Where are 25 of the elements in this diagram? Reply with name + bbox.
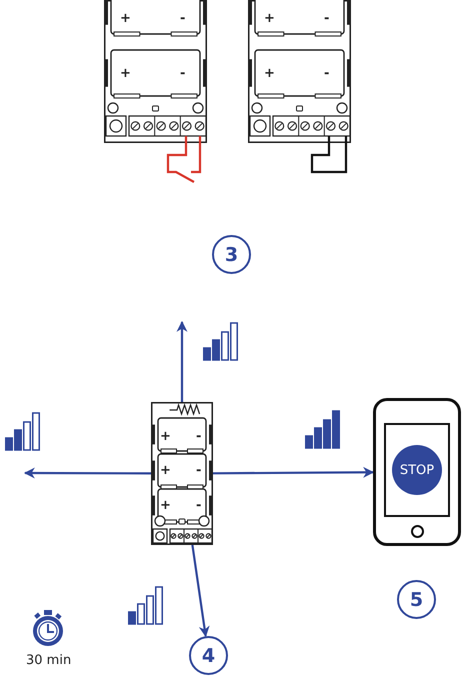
polarity-sign: + <box>264 67 275 80</box>
polarity-sign: + <box>160 464 171 477</box>
polarity-sign: + <box>120 67 131 80</box>
arrow <box>191 544 210 638</box>
arrow <box>213 466 374 478</box>
arrow <box>24 468 151 479</box>
polarity-sign: - <box>180 12 186 25</box>
polarity-sign: + <box>160 499 171 512</box>
arrow <box>176 320 188 402</box>
polarity-sign: + <box>160 430 171 443</box>
polarity-sign: - <box>196 464 202 477</box>
polarity-sign: - <box>196 430 202 443</box>
step-number: 3 <box>212 235 251 274</box>
smartphone-drawing <box>373 398 461 546</box>
step-number: 4 <box>189 636 228 675</box>
polarity-sign: - <box>324 12 330 25</box>
stop-button: STOP <box>392 445 442 495</box>
polarity-sign: - <box>180 67 186 80</box>
polarity-sign: - <box>196 499 202 512</box>
battery-module-drawing <box>151 402 213 545</box>
polarity-sign: + <box>264 12 275 25</box>
polarity-sign: + <box>120 12 131 25</box>
step-number: 5 <box>397 580 436 619</box>
polarity-sign: - <box>324 67 330 80</box>
time-label: 30 min <box>26 654 72 667</box>
